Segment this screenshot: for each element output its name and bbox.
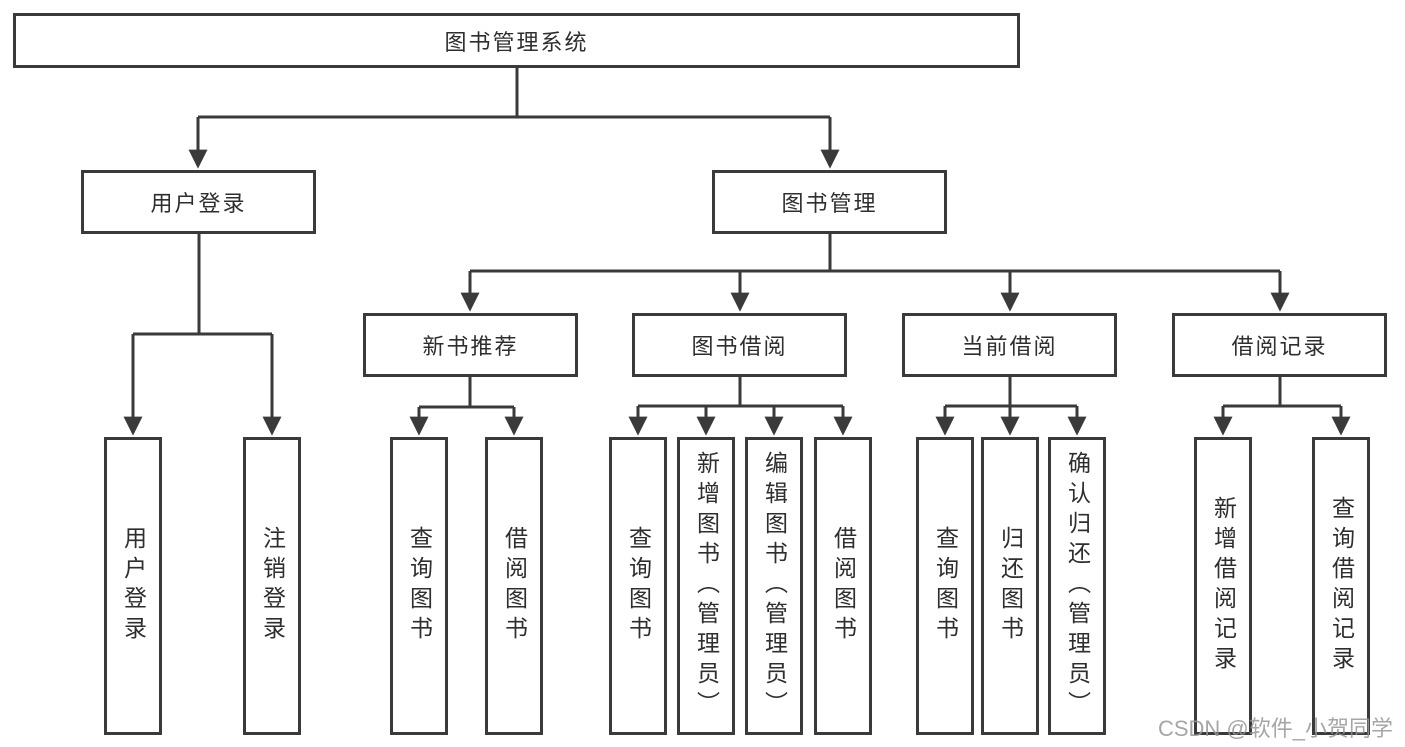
node-current-borrowing: 当前借阅 [902,313,1117,377]
leaf-logout: 注销登录 [243,437,301,735]
leaf-query-borrow-record: 查询借阅记录 [1312,437,1370,735]
leaf-recommend-query-books: 查询图书 [390,437,448,735]
node-book-management: 图书管理 [712,170,947,234]
leaf-current-query-books: 查询图书 [916,437,974,735]
leaf-return-books: 归还图书 [981,437,1039,735]
csdn-watermark: CSDN @软件_小贺同学 [1157,716,1393,741]
node-book-borrowing: 图书借阅 [632,313,847,377]
leaf-confirm-return-admin: 确认归还（管理员） [1048,437,1106,735]
leaf-edit-books-admin: 编辑图书（管理员） [745,437,803,735]
node-root-system: 图书管理系统 [13,13,1020,68]
leaf-borrow-query-books: 查询图书 [609,437,667,735]
leaf-borrow-books: 借阅图书 [814,437,872,735]
node-user-login: 用户登录 [81,170,316,234]
leaf-recommend-borrow-books: 借阅图书 [485,437,543,735]
leaf-add-borrow-record: 新增借阅记录 [1194,437,1252,735]
node-new-book-recommendation: 新书推荐 [363,313,578,377]
leaf-add-books-admin: 新增图书（管理员） [677,437,735,735]
leaf-user-login: 用户登录 [104,437,162,735]
node-borrowing-records: 借阅记录 [1172,313,1387,377]
